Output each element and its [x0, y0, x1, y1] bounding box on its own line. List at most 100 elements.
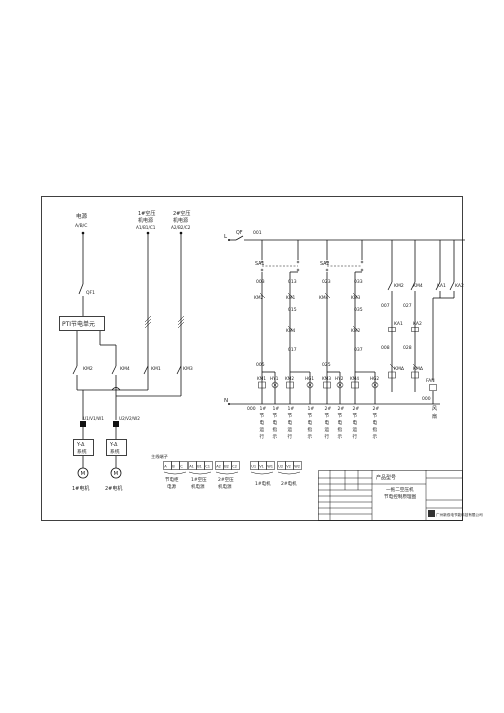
contactor-km1 [143, 365, 149, 375]
function-desc-char: 运 [288, 426, 293, 433]
coil-label: HG2 [370, 376, 379, 381]
terminal-label: U2 [278, 465, 283, 469]
comp2-label-a: 2#空压 [173, 210, 190, 217]
function-desc-char: 2# [325, 406, 332, 412]
motor1-glyph: M [81, 471, 86, 477]
fan-desc-b: 扇 [432, 413, 437, 420]
terminal-label: U1 [251, 465, 256, 469]
terminal-label3-a: 2#空压 [218, 476, 234, 483]
company-name: 广州新双电节能科技有限公司 [436, 512, 483, 517]
terminal-brace [188, 471, 212, 475]
kmd1-label: KMΔ [394, 366, 405, 372]
function-desc-char: 指 [338, 426, 343, 433]
terminal-label5: 2#电机 [281, 480, 297, 487]
function-desc-char: 节 [260, 413, 265, 419]
sys1-box [73, 439, 94, 456]
function-desc-char: 运 [260, 426, 265, 433]
w028: 028 [403, 345, 412, 351]
terminal-label: C1 [205, 465, 210, 469]
function-desc-char: 2# [353, 406, 360, 412]
terminal-cell [231, 461, 240, 470]
function-desc-char: 电 [308, 419, 313, 426]
function-desc-char: 运 [325, 426, 330, 433]
contactor-coil [258, 381, 266, 389]
company-logo [428, 510, 435, 517]
km4-label: KM4 [120, 366, 130, 372]
w023: 023 [322, 279, 331, 285]
terminal-label: A [164, 465, 167, 469]
w003: 003 [256, 279, 265, 285]
L-label: L [224, 234, 228, 240]
function-desc-char: 1# [273, 406, 280, 412]
w017: 017 [288, 347, 297, 353]
indicator-lamp [371, 381, 379, 389]
contactor-coil [323, 381, 331, 389]
comp1-phases: A1/B1/C1 [136, 225, 156, 230]
coil-label: KM3 [322, 376, 331, 381]
coil-label: KM4 [350, 376, 359, 381]
terminals-title: 主线端子 [151, 453, 168, 460]
w008: 008 [381, 345, 390, 351]
contact-km4: KM4 [319, 295, 329, 301]
terminal-label: W2 [294, 465, 300, 469]
pti-unit-label: PTI节电单元 [62, 320, 95, 328]
out1-terminal [80, 421, 86, 427]
pti-unit-box [59, 316, 105, 331]
function-desc-char: 电 [353, 419, 358, 426]
function-desc-char: 示 [338, 434, 343, 440]
terminal-label: V1 [259, 465, 264, 469]
w033: 033 [354, 279, 363, 285]
drawing-title-b: 节电控制原理图 [384, 493, 417, 500]
product-model: 产品型号 [376, 474, 396, 481]
motor1-symbol [77, 467, 89, 479]
function-desc-char: 节 [288, 413, 293, 419]
contact-km3: KM3 [351, 295, 361, 301]
terminal-label3-b: 机电源 [218, 483, 232, 490]
terminal-label1-a: 节电柜 [165, 476, 179, 483]
sys2-label-b: 系统 [110, 448, 120, 455]
w037: 037 [354, 347, 363, 353]
fan-desc-a: 风 [432, 406, 437, 412]
indicator-lamp [306, 381, 314, 389]
sa1-label: SA1 [255, 261, 264, 267]
indicator-lamp [271, 381, 279, 389]
out2-label: U2/V2/W2 [119, 416, 140, 421]
w000: 000 [247, 406, 256, 412]
fan-label: FAN [426, 378, 435, 384]
ka2r-label: KA2 [455, 283, 464, 289]
contact-km2b: KM2 [351, 328, 361, 334]
w007: 007 [381, 303, 390, 309]
out2-terminal [113, 421, 119, 427]
function-desc-char: 指 [273, 426, 278, 433]
comp2-phases: A2/B2/C2 [171, 225, 191, 230]
terminal-label4: 1#电机 [255, 480, 271, 487]
comp2-label-b: 机电源 [173, 217, 188, 224]
relay-coil [388, 371, 396, 379]
qf-label: QF [236, 230, 243, 236]
function-desc-char: 示 [373, 434, 378, 440]
relay-coil [411, 371, 419, 379]
terminal-label: W1 [267, 465, 273, 469]
contactor-km4 [111, 362, 117, 390]
function-desc-char: 节 [353, 413, 358, 419]
function-desc-char: 行 [260, 433, 265, 440]
terminal-cell [266, 461, 275, 470]
terminal-brace [250, 471, 274, 475]
ka1r-label: KA1 [437, 283, 446, 289]
sys1-label-a: Y-Δ [76, 442, 85, 448]
km2-label: KM2 [83, 366, 93, 372]
w027: 027 [403, 303, 412, 309]
terminal-label: A1 [189, 465, 194, 469]
contactor-km2 [72, 362, 78, 390]
function-desc-char: 节 [273, 413, 278, 419]
w005: 005 [256, 362, 265, 368]
function-desc-char: 电 [338, 419, 343, 426]
function-desc-char: 2# [373, 406, 380, 412]
terminal-label: B2 [224, 465, 229, 469]
function-desc-char: 节 [325, 413, 330, 419]
contact-km1: KM1 [286, 295, 296, 301]
terminal-label1-b: 电源 [167, 483, 176, 490]
terminal-cell [204, 461, 213, 470]
km1-label: KM1 [151, 366, 161, 372]
